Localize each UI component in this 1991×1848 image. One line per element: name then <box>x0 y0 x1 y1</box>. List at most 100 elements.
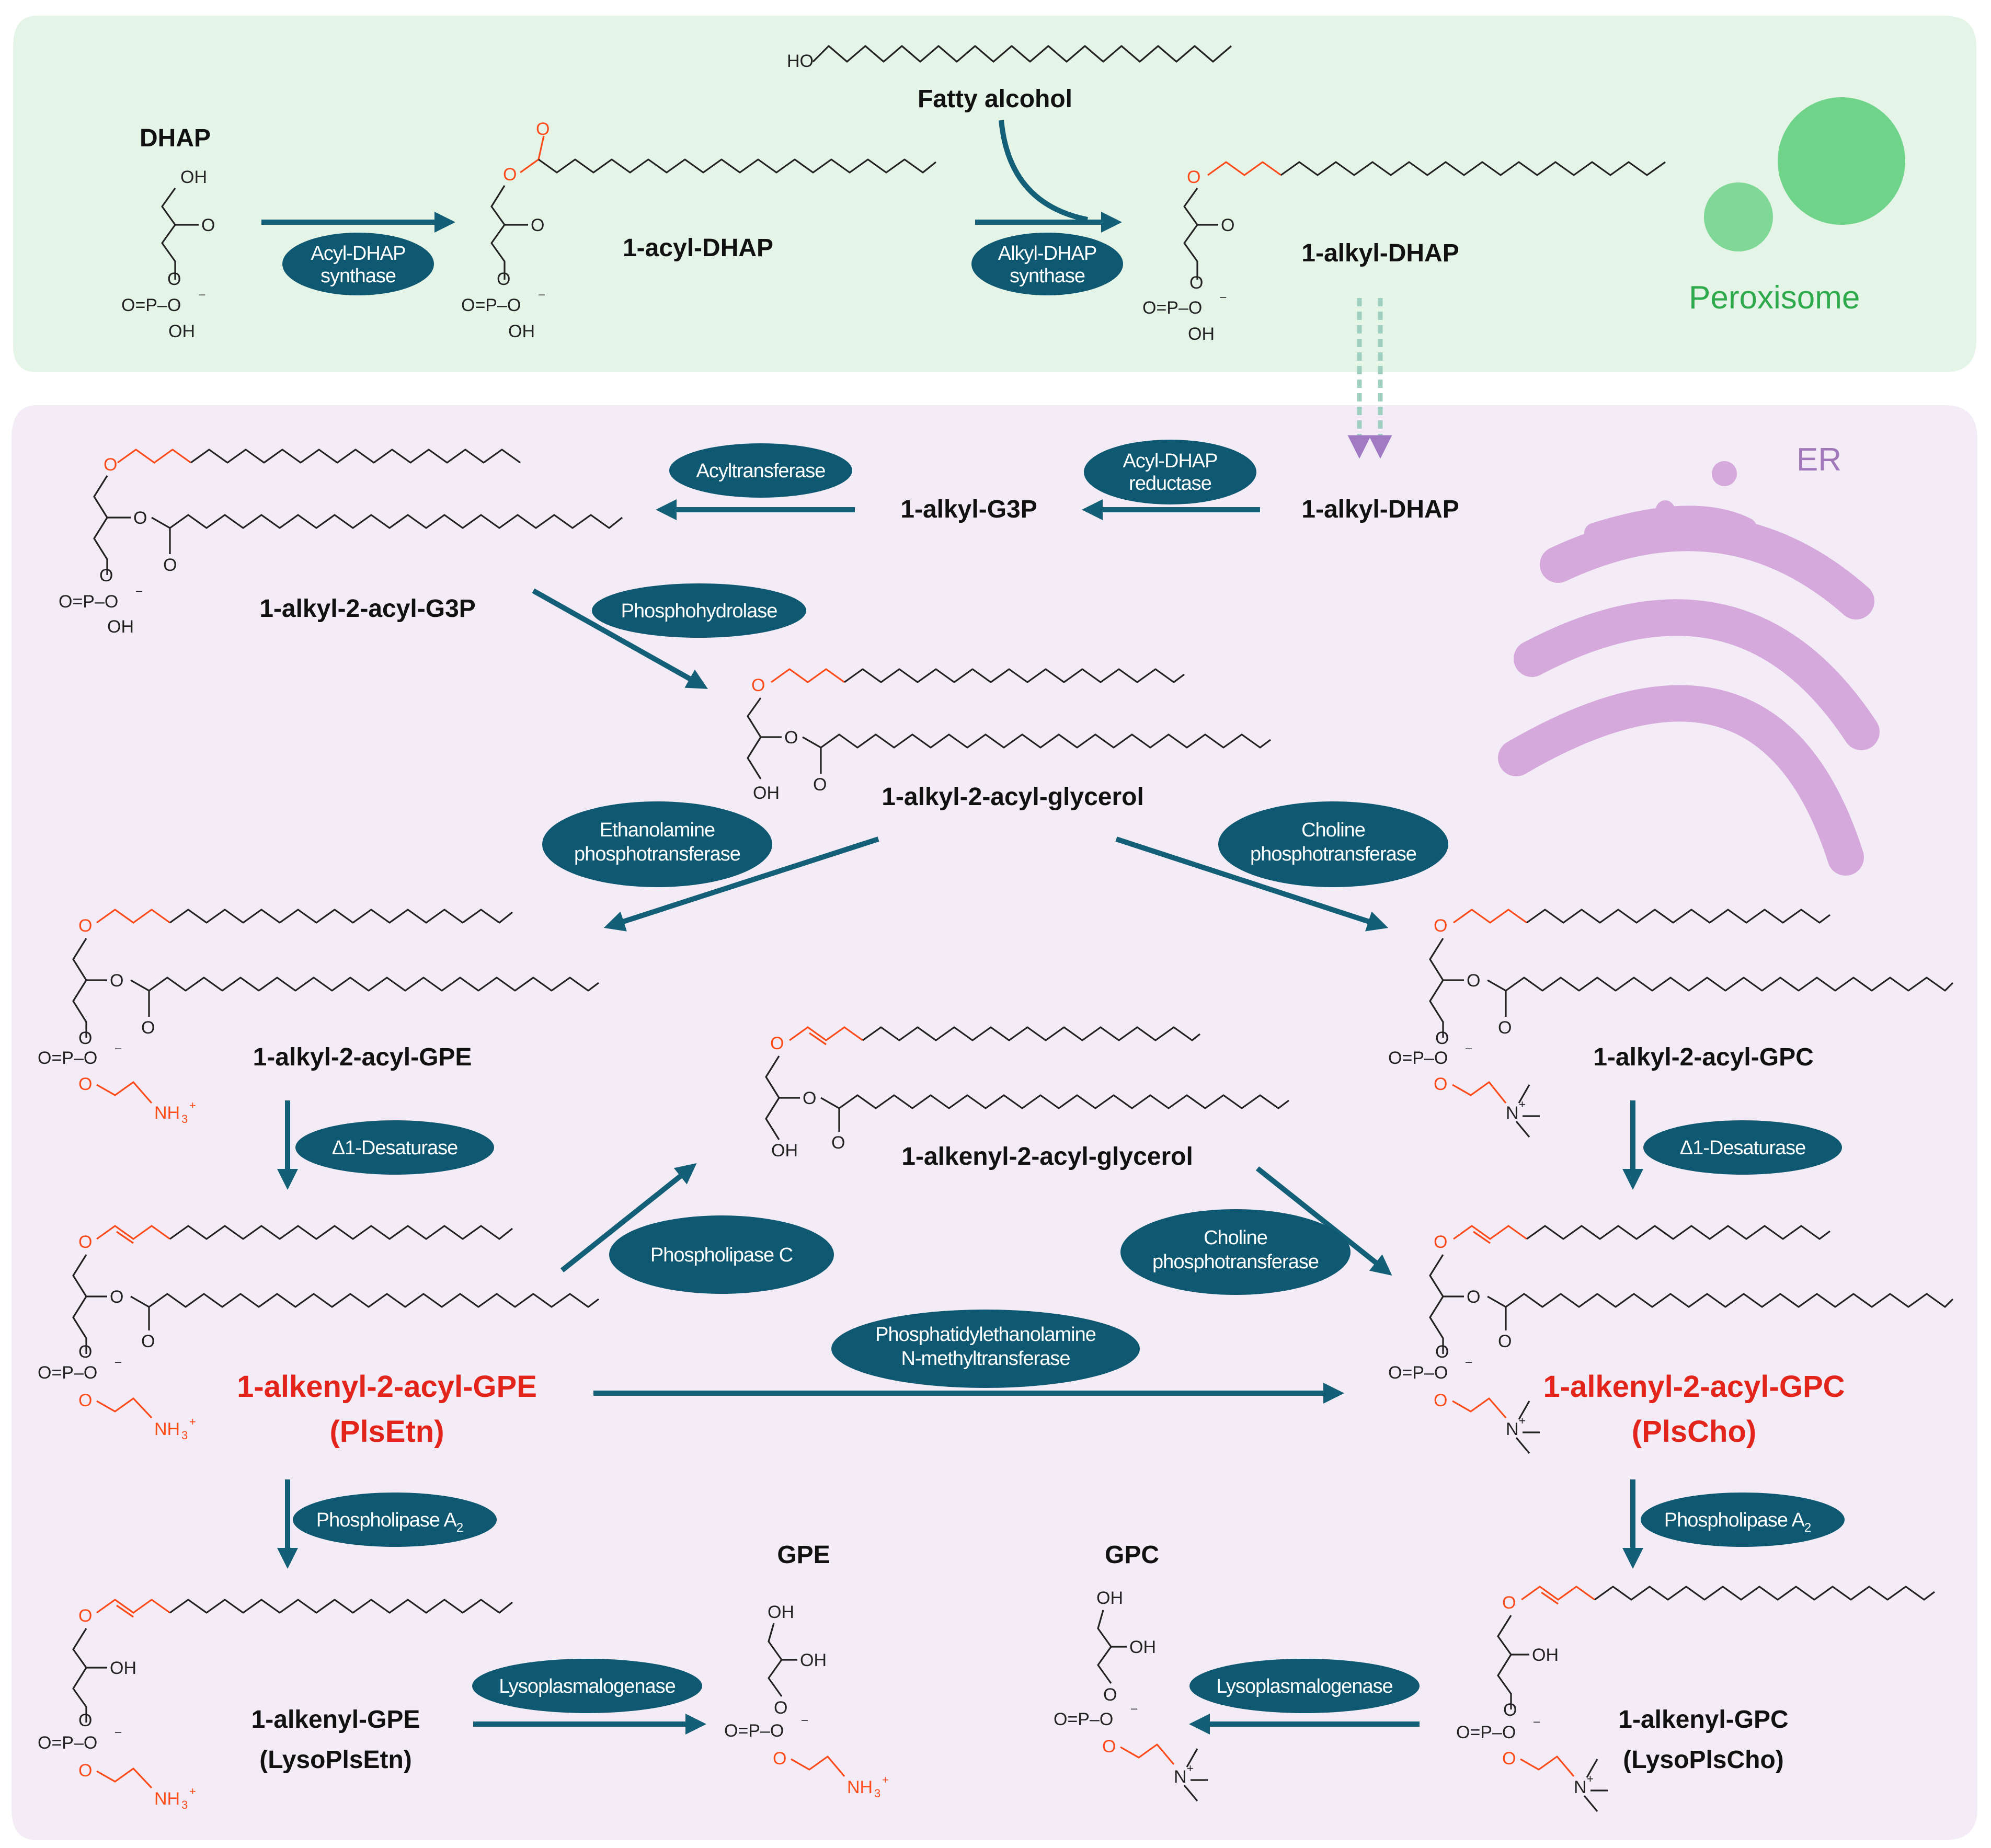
er-label: ER <box>1797 442 1841 478</box>
label-plscho-name: 1-alkenyl-2-acyl-GPC <box>1543 1370 1845 1404</box>
svg-text:O: O <box>1102 1737 1116 1757</box>
svg-text:N: N <box>1506 1419 1519 1439</box>
label-plsetn-name: 1-alkenyl-2-acyl-GPE <box>237 1370 537 1404</box>
label-dhap: DHAP <box>140 124 211 152</box>
svg-text:+: + <box>189 1099 196 1112</box>
svg-text:O: O <box>773 1749 786 1769</box>
svg-text:O: O <box>831 1133 845 1153</box>
molecule-structures: OH O O O=P–O – OH HO O O O O O=P–O – OH <box>38 45 1954 1812</box>
svg-text:O: O <box>1435 1342 1449 1362</box>
structure-1-alkyl-2-acyl-g3p: O O O O O=P–O – OH <box>59 449 623 637</box>
svg-text:Acyltransferase: Acyltransferase <box>696 460 826 482</box>
svg-text:Δ1-Desaturase: Δ1-Desaturase <box>1680 1137 1806 1159</box>
label-1-alkyl-2-acyl-glycerol: 1-alkyl-2-acyl-glycerol <box>882 783 1144 811</box>
svg-text:N: N <box>1174 1767 1187 1787</box>
svg-text:NH: NH <box>154 1419 180 1439</box>
svg-text:O: O <box>1434 1232 1447 1252</box>
svg-text:–: – <box>1131 1702 1138 1715</box>
peroxisome-label: Peroxisome <box>1689 280 1860 316</box>
svg-text:–: – <box>115 1725 122 1738</box>
svg-text:O: O <box>163 555 177 575</box>
svg-text:OH: OH <box>508 322 535 341</box>
svg-text:Choline: Choline <box>1204 1227 1267 1249</box>
structure-1-alkyl-2-acyl-gpc: O O O O O=P–O – O N + <box>1388 909 1954 1138</box>
svg-text:O: O <box>1221 215 1234 235</box>
svg-text:NH: NH <box>847 1777 873 1797</box>
svg-text:phosphotransferase: phosphotransferase <box>1152 1251 1319 1273</box>
svg-text:OH: OH <box>1188 324 1215 344</box>
label-fatty-alcohol: Fatty alcohol <box>918 85 1072 113</box>
enzyme-acyl-dhap-reductase: Acyl-DHAP reductase <box>1084 440 1256 504</box>
enzyme-lysoplasmalogenase-right: Lysoplasmalogenase <box>1189 1659 1420 1713</box>
svg-text:–: – <box>1534 1715 1540 1728</box>
svg-text:Phospholipase C: Phospholipase C <box>650 1244 793 1266</box>
svg-text:O: O <box>1467 971 1480 991</box>
reaction-arrows <box>261 120 1643 1735</box>
svg-text:O=P–O: O=P–O <box>1142 298 1202 318</box>
enzyme-phospholipase-c: Phospholipase C <box>609 1215 834 1294</box>
enzyme-ethanolamine-phosphotransferase: Ethanolamine phosphotransferase <box>542 801 772 887</box>
svg-text:–: – <box>115 1041 122 1054</box>
svg-text:O=P–O: O=P–O <box>724 1721 784 1741</box>
svg-text:O: O <box>497 269 510 289</box>
enzyme-acyl-dhap-synthase: Acyl-DHAP synthase <box>282 233 434 295</box>
svg-text:Acyl-DHAP: Acyl-DHAP <box>1123 450 1217 472</box>
svg-text:O=P–O: O=P–O <box>38 1363 97 1383</box>
enzyme-pla2-right: Phospholipase A2 <box>1641 1493 1845 1547</box>
svg-text:O: O <box>1434 1074 1447 1094</box>
structure-dhap: OH O O O=P–O – OH <box>121 167 215 341</box>
svg-text:Lysoplasmalogenase: Lysoplasmalogenase <box>1216 1675 1393 1697</box>
svg-text:3: 3 <box>181 1798 188 1811</box>
svg-text:N: N <box>1574 1777 1587 1797</box>
enzyme-phosphohydrolase: Phosphohydrolase <box>592 583 806 638</box>
label-lysoplscho: (LysoPlsCho) <box>1623 1746 1784 1774</box>
label-1-alkyl-2-acyl-gpc: 1-alkyl-2-acyl-GPC <box>1593 1043 1814 1071</box>
svg-text:O: O <box>803 1088 816 1108</box>
label-1-alkyl-dhap-perox: 1-alkyl-DHAP <box>1301 239 1459 267</box>
svg-text:N-methyltransferase: N-methyltransferase <box>901 1348 1070 1370</box>
label-1-alkyl-dhap-er: 1-alkyl-DHAP <box>1301 496 1459 523</box>
label-gpe: GPE <box>777 1541 830 1569</box>
arrow-glycerol-to-gpc <box>1115 836 1389 932</box>
label-1-alkenyl-2-acyl-glycerol: 1-alkenyl-2-acyl-glycerol <box>901 1143 1193 1170</box>
svg-text:OH: OH <box>1096 1588 1123 1608</box>
svg-text:–: – <box>539 288 545 301</box>
svg-text:O: O <box>78 1232 92 1252</box>
peroxisome-region <box>13 16 1976 372</box>
svg-text:O: O <box>78 1342 92 1362</box>
enzyme-desaturase-right: Δ1-Desaturase <box>1643 1120 1842 1175</box>
svg-text:Δ1-Desaturase: Δ1-Desaturase <box>332 1137 458 1159</box>
svg-text:O=P–O: O=P–O <box>461 295 521 315</box>
enzyme-choline-phosphotransferase-2: Choline phosphotransferase <box>1120 1209 1351 1295</box>
svg-text:+: + <box>189 1415 196 1428</box>
svg-text:synthase: synthase <box>1010 265 1085 287</box>
label-1-acyl-dhap: 1-acyl-DHAP <box>623 234 773 262</box>
svg-text:O: O <box>141 1018 155 1038</box>
svg-text:O=P–O: O=P–O <box>1388 1048 1448 1068</box>
svg-text:3: 3 <box>181 1112 188 1126</box>
svg-text:O: O <box>78 1391 92 1410</box>
svg-text:phosphotransferase: phosphotransferase <box>574 843 740 865</box>
svg-text:phosphotransferase: phosphotransferase <box>1250 843 1416 865</box>
label-1-alkyl-2-acyl-gpe: 1-alkyl-2-acyl-GPE <box>253 1043 472 1071</box>
svg-text:OH: OH <box>1129 1637 1156 1657</box>
svg-text:NH: NH <box>154 1789 180 1809</box>
svg-text:O: O <box>1434 916 1447 936</box>
svg-text:NH: NH <box>154 1103 180 1123</box>
label-plsetn-abbr: (PlsEtn) <box>329 1415 444 1449</box>
label-1-alkyl-2-acyl-g3p: 1-alkyl-2-acyl-G3P <box>259 595 476 623</box>
enzyme-desaturase-left: Δ1-Desaturase <box>295 1120 494 1175</box>
svg-text:Acyl-DHAP: Acyl-DHAP <box>311 243 405 265</box>
svg-text:reductase: reductase <box>1129 473 1211 495</box>
svg-text:–: – <box>1220 290 1227 303</box>
svg-text:OH: OH <box>110 1658 136 1678</box>
svg-text:O: O <box>1498 1018 1512 1038</box>
svg-text:O=P–O: O=P–O <box>59 592 118 612</box>
svg-text:–: – <box>199 288 205 301</box>
svg-text:–: – <box>802 1713 808 1726</box>
structure-gpe: OH OH O O=P–O – O NH 3 + <box>724 1602 889 1800</box>
svg-text:O: O <box>78 1761 92 1781</box>
label-plscho-abbr: (PlsCho) <box>1632 1415 1756 1449</box>
svg-text:Alkyl-DHAP: Alkyl-DHAP <box>998 243 1096 265</box>
enzyme-choline-phosphotransferase-1: Choline phosphotransferase <box>1218 801 1448 887</box>
